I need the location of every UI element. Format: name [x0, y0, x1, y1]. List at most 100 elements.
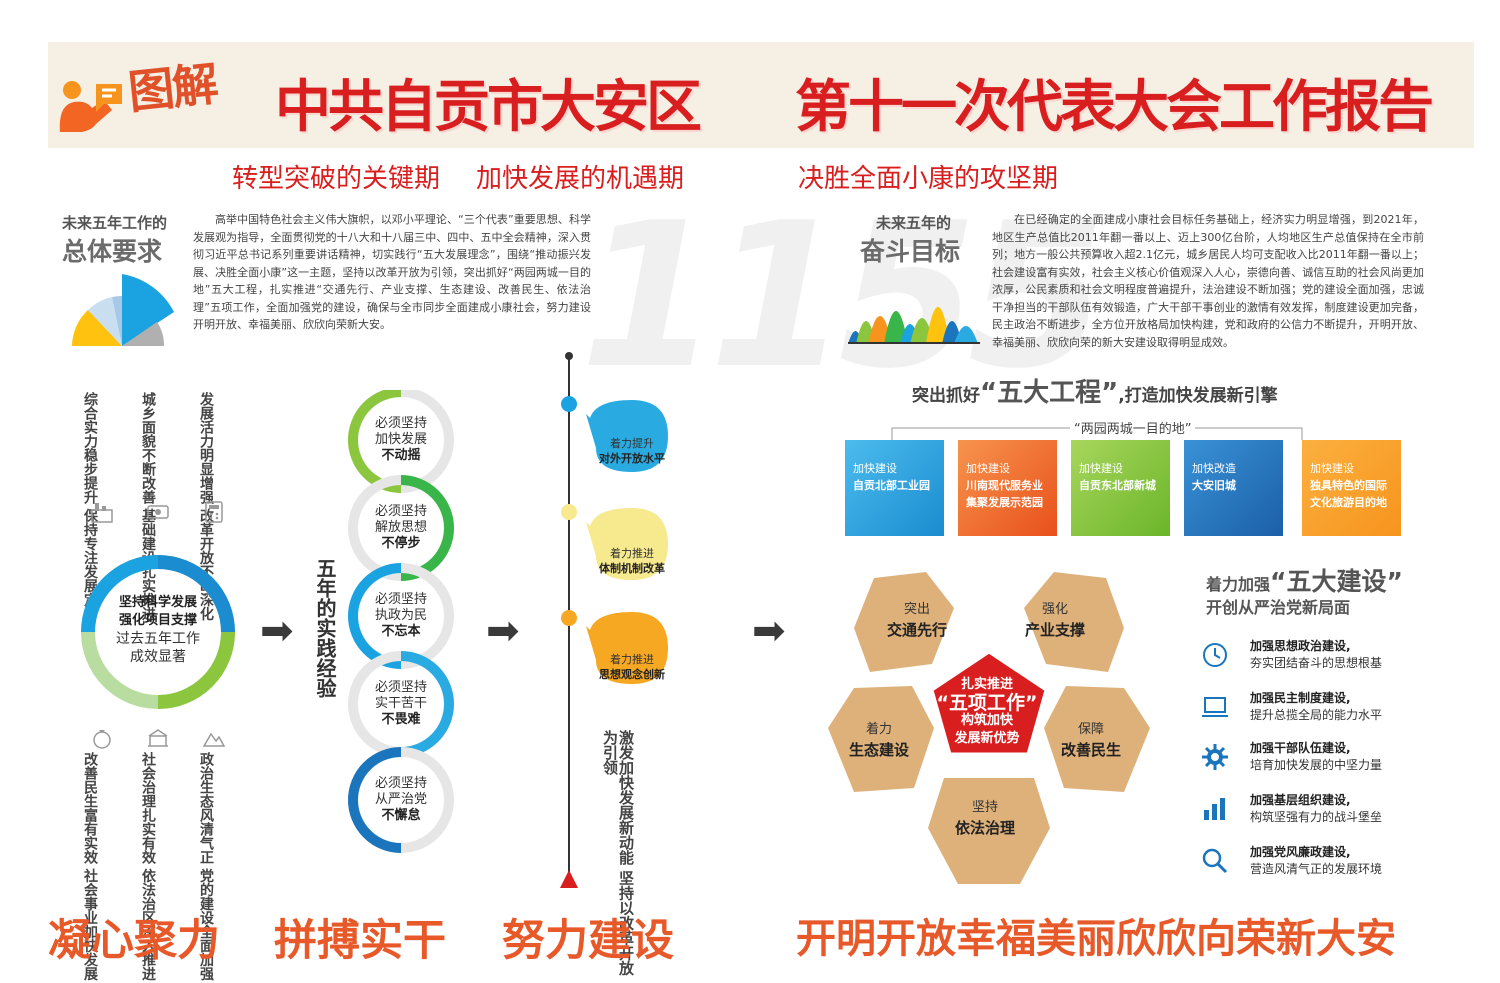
project-box-1: 加快建设 自贡北部工业园: [845, 440, 944, 536]
achievement-text: 城乡面貌不断改善: [140, 392, 156, 504]
build-desc: 营造风清气正的发展环境: [1250, 862, 1383, 876]
achievement-bottom-col-3: 政治生态风清气正 党的建设全面加强: [198, 752, 214, 981]
work-item-3: 着力 生态建设: [834, 720, 924, 760]
mountain-icon: [202, 732, 226, 747]
experience-line: 不忘本: [381, 624, 421, 639]
arrow-right-icon: ➡: [260, 608, 294, 654]
work-line: 强化: [1041, 602, 1068, 617]
achievement-ring: [81, 555, 235, 709]
project-box-4: 加快改造 大安旧城: [1184, 440, 1283, 536]
builds-heading-quote: “五大建设”: [1270, 567, 1403, 596]
experience-line: 加快发展: [374, 432, 427, 447]
gear-icon: [1202, 744, 1228, 770]
achievement-center-line: 成效显著: [130, 649, 186, 665]
build-item-5: 加强党风廉政建设, 营造风清气正的发展环境: [1250, 844, 1382, 878]
five-works-diagram: [828, 572, 1150, 884]
achievement-center-line: 强化项目支撑: [118, 613, 197, 628]
experience-line: 不畏难: [381, 712, 421, 727]
build-title: 加强思想政治建设,: [1250, 639, 1351, 653]
project-line: 加快建设: [1079, 462, 1123, 475]
experience-line: 实干苦干: [374, 696, 427, 711]
slogan-1: 凝心聚力: [48, 916, 220, 966]
project-box-5: 加快建设 独具特色的国际文化旅游目的地: [1302, 440, 1401, 536]
timeline-bubble-1: 着力提升 对外开放水平: [594, 436, 670, 466]
work-center: 扎实推进 “五项工作” 构筑加快 发展新优势: [932, 676, 1042, 748]
experience-rings: [347, 390, 455, 853]
experience-item-1: 必须坚持 加快发展 不动摇: [360, 416, 442, 464]
clock-icon: [1203, 643, 1227, 667]
project-line: 自贡东北部新城: [1079, 479, 1156, 492]
work-line: 产业支撑: [1024, 621, 1085, 639]
pie-chart-icon: [72, 274, 174, 346]
achievement-text: 政治生态风清气正: [198, 752, 214, 864]
timeline-vertical-line: 坚持以改革开放为引领: [601, 730, 635, 976]
work-line: 依法治理: [954, 819, 1015, 837]
experience-line: 不停步: [381, 536, 421, 551]
timeline-vertical-line: 激发加快发展新动能: [617, 730, 635, 865]
slogan-4: 开明开放幸福美丽欣欣向荣新大安: [796, 916, 1396, 962]
build-item-3: 加强干部队伍建设, 培育加快发展的中坚力量: [1250, 740, 1382, 774]
experience-line: 不动摇: [381, 448, 421, 463]
project-line: 川南现代服务业集聚发展示范园: [966, 479, 1043, 509]
experience-item-4: 必须坚持 实干苦干 不畏难: [360, 680, 442, 728]
projects-heading-pre: 突出抓好: [912, 386, 980, 406]
achievement-text: 社会事业加快发展: [82, 868, 98, 981]
projects-heading: 突出抓好“五大工程”,打造加快发展新引擎: [912, 372, 1278, 409]
achievement-center-line: 坚持科学发展: [118, 595, 197, 610]
work-line: 坚持: [971, 800, 998, 815]
project-line: 独具特色的国际文化旅游目的地: [1310, 479, 1387, 509]
calculator-icon: [205, 501, 223, 523]
experience-line: 必须坚持: [374, 592, 427, 607]
timeline-bubble-line: 思想观念创新: [599, 668, 665, 681]
work-center-line: 扎实推进: [960, 677, 1013, 692]
subtitle-2: 加快发展的机遇期: [476, 164, 685, 194]
arrow-right-icon: ➡: [486, 608, 520, 654]
timeline-vertical-text: 激发加快发展新动能 坚持以改革开放为引领: [601, 730, 635, 983]
work-line: 改善民生: [1060, 741, 1121, 759]
build-desc: 构筑坚强有力的战斗堡垒: [1250, 810, 1383, 824]
work-center-line: “五项工作”: [936, 692, 1038, 714]
laptop-icon: [1202, 697, 1228, 717]
project-line: 加快建设: [1310, 462, 1354, 475]
build-item-2: 加强民主制度建设, 提升总揽全局的能力水平: [1250, 690, 1382, 724]
builds-heading: 着力加强“五大建设”: [1206, 562, 1403, 598]
project-box-3: 加快建设 自贡东北部新城: [1071, 440, 1170, 536]
build-title: 加强党风廉政建设,: [1250, 845, 1351, 859]
left-paragraph: 高举中国特色社会主义伟大旗帜，以邓小平理论、“三个代表”重要思想、科学发展观为指…: [193, 213, 591, 331]
work-item-4: 保障 改善民生: [1046, 720, 1136, 760]
work-item-2: 强化 产业支撑: [1010, 600, 1100, 640]
subtitle-1: 转型突破的关键期: [232, 164, 441, 194]
project-line: 加快改造: [1192, 462, 1236, 475]
project-box-2: 加快建设 川南现代服务业集聚发展示范园: [958, 440, 1057, 536]
building-icon: [148, 729, 168, 747]
build-desc: 提升总揽全局的能力水平: [1250, 708, 1383, 722]
work-center-line: 构筑加快: [960, 713, 1013, 728]
right-paragraph: 在已经确定的全面建成小康社会目标任务基础上，经济实力明显增强，到2021年，地区…: [992, 213, 1424, 349]
achievement-bottom-col-1: 改善民生富有实效 社会事业加快发展: [82, 752, 98, 981]
subtitle-3: 决胜全面小康的攻坚期: [798, 164, 1059, 194]
experience-line: 必须坚持: [374, 776, 427, 791]
experience-item-5: 必须坚持 从严治党 不懈怠: [360, 776, 442, 824]
timeline-bubble-line: 着力推进: [610, 547, 654, 560]
logo-text: 图解: [125, 56, 219, 120]
work-item-5: 坚持 依法治理: [940, 798, 1030, 838]
work-line: 保障: [1077, 722, 1104, 737]
experience-item-2: 必须坚持 解放思想 不停步: [360, 504, 442, 552]
money-bag-icon: [93, 730, 111, 749]
work-line: 生态建设: [848, 741, 909, 759]
money-icon: [147, 505, 169, 519]
work-line: 交通先行: [886, 621, 947, 639]
header-banner: [48, 42, 1474, 148]
timeline: [560, 352, 668, 888]
right-heading-small: 未来五年的: [876, 214, 952, 232]
experience-line: 执政为民: [374, 608, 427, 623]
achievement-text: 综合实力稳步提升: [82, 392, 98, 504]
search-icon: [1202, 848, 1228, 874]
builds-heading-pre: 着力加强: [1206, 575, 1271, 594]
experience-item-3: 必须坚持 执政为民 不忘本: [360, 592, 442, 640]
work-line: 突出: [903, 602, 930, 617]
factory-icon: [91, 503, 113, 523]
logo-figure-icon: [59, 81, 122, 132]
left-heading-big: 总体要求: [62, 237, 163, 266]
projects-heading-quote: “五大工程”: [980, 378, 1119, 408]
